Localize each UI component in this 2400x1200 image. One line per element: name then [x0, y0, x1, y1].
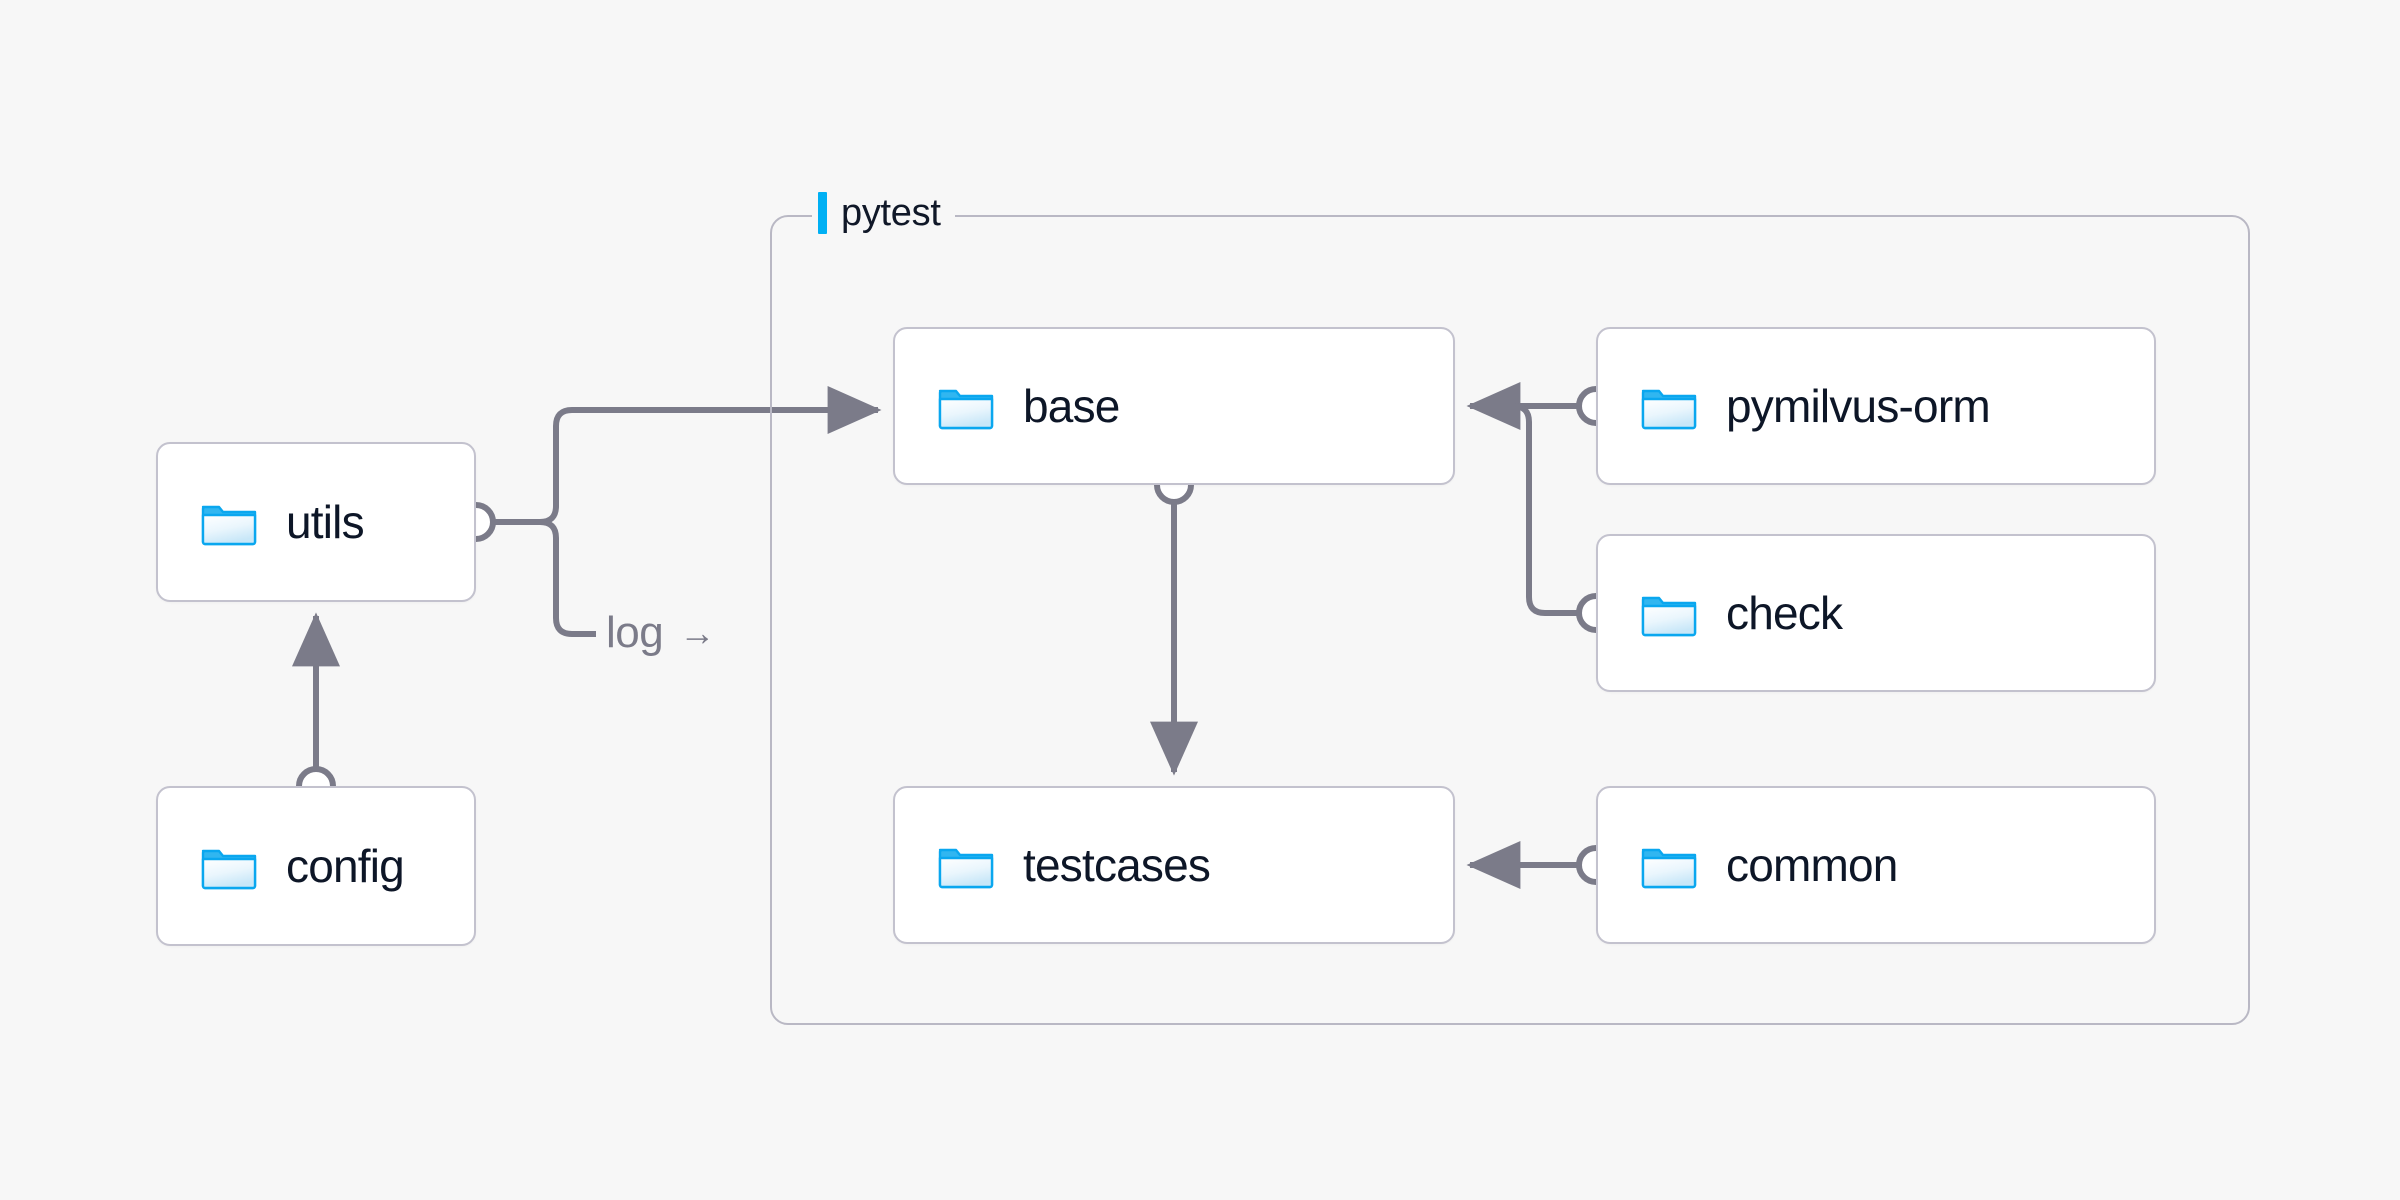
node-label: pymilvus-orm	[1726, 380, 1991, 432]
folder-icon	[938, 848, 994, 889]
node-label: common	[1726, 839, 1898, 891]
folder-icon	[1641, 389, 1697, 430]
edge-label-log: log →	[606, 608, 715, 658]
folder-icon	[938, 389, 994, 430]
group-label-text: pytest	[841, 191, 941, 234]
node-label: utils	[286, 496, 365, 548]
node-utils[interactable]: utils	[156, 442, 476, 602]
node-label: testcases	[1023, 839, 1211, 891]
node-base[interactable]: base	[893, 327, 1455, 485]
arrow-right-icon: →	[679, 612, 715, 653]
folder-icon	[1641, 848, 1697, 889]
folder-icon	[1641, 596, 1697, 637]
node-pymilvus-orm[interactable]: pymilvus-orm	[1596, 327, 2156, 485]
node-label: check	[1726, 587, 1843, 639]
node-label: config	[286, 840, 405, 892]
group-label-pytest: pytest	[812, 190, 955, 236]
node-testcases[interactable]: testcases	[893, 786, 1455, 944]
folder-icon	[201, 849, 257, 890]
edge-label-log-text: log	[606, 608, 664, 657]
node-common[interactable]: common	[1596, 786, 2156, 944]
edge-config-to-utils	[292, 612, 340, 806]
group-container-pytest	[770, 215, 2250, 1025]
group-accent-bar	[818, 192, 827, 234]
folder-icon	[201, 505, 257, 546]
node-label: base	[1023, 380, 1120, 432]
node-config[interactable]: config	[156, 786, 476, 946]
node-check[interactable]: check	[1596, 534, 2156, 692]
